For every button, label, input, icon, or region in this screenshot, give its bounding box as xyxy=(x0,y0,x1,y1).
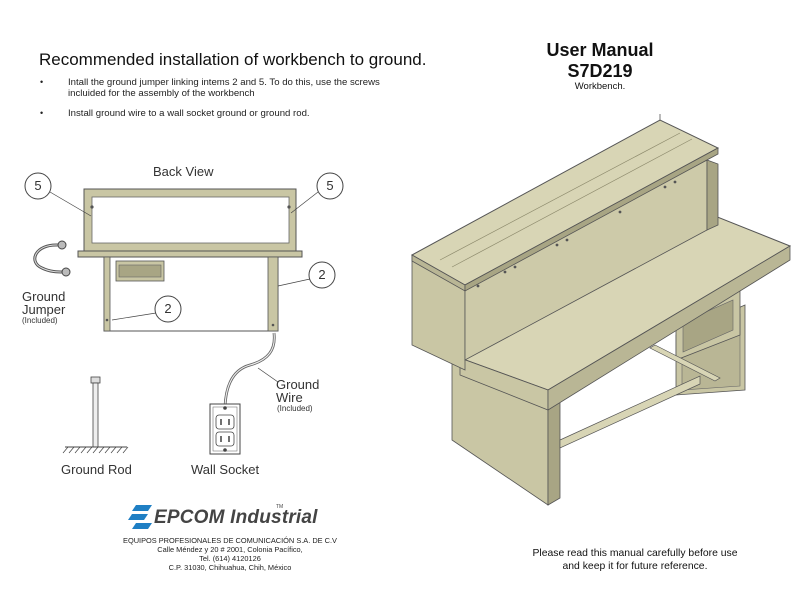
callout-2-center xyxy=(154,295,182,323)
callout-5-right xyxy=(316,172,344,200)
manual-subtitle: Workbench. xyxy=(574,81,626,92)
model-number: S7D219 xyxy=(567,61,633,81)
wall-socket xyxy=(209,403,241,455)
instruction-item: Intall the ground jumper linking intems … xyxy=(40,77,410,99)
ground-wire-label: Wire xyxy=(276,390,303,405)
ground-wire-note: (Included) xyxy=(277,404,313,413)
ground-wire xyxy=(223,332,279,408)
manual-title: User Manual xyxy=(546,40,654,60)
ground-rod-label: Ground Rod xyxy=(61,462,132,477)
callout-2-right-text: 2 xyxy=(318,267,326,282)
ground-jumper-label: Ground xyxy=(22,289,66,304)
epcom-logo-icon xyxy=(128,505,152,529)
ground-rod xyxy=(62,376,129,454)
callout-5-right-text: 5 xyxy=(326,178,334,193)
company-phone: Tel. (614) 4120126 xyxy=(199,554,261,563)
back-view-shelf xyxy=(83,188,297,252)
callout-2-center-text: 2 xyxy=(164,301,172,316)
notice-line: Please read this manual carefully before… xyxy=(532,548,738,559)
company-address: Calle Méndez y 20 # 2001, Colonia Pacífi… xyxy=(157,545,303,554)
company-name: EQUIPOS PROFESIONALES DE COMUNICACIÓN S.… xyxy=(123,536,337,545)
ground-jumper xyxy=(33,240,71,277)
wall-socket-label: Wall Socket xyxy=(191,462,260,477)
back-view-label: Back View xyxy=(153,164,214,179)
callout-5-left xyxy=(24,172,52,200)
trademark-mark: TM xyxy=(276,504,284,510)
ground-jumper-note: (Included) xyxy=(22,316,58,325)
workbench-isometric xyxy=(410,114,792,506)
company-logo-text: EPCOM Industrial xyxy=(154,507,318,528)
instruction-list: Intall the ground jumper linking intems … xyxy=(40,77,410,128)
ground-wire-label: Ground xyxy=(276,377,320,392)
page-heading: Recommended installation of workbench to… xyxy=(39,50,427,69)
notice-line: and keep it for future reference. xyxy=(562,561,708,572)
company-city: C.P. 31030, Chihuahua, Chih, México xyxy=(168,563,292,572)
reading-notice: Please read this manual carefully before… xyxy=(500,547,770,573)
instruction-item: Install ground wire to a wall socket gro… xyxy=(40,108,410,119)
ground-jumper-label: Jumper xyxy=(22,302,66,317)
back-view-desk xyxy=(77,250,303,332)
callout-5-left-text: 5 xyxy=(34,178,42,193)
callout-2-right xyxy=(308,261,336,289)
